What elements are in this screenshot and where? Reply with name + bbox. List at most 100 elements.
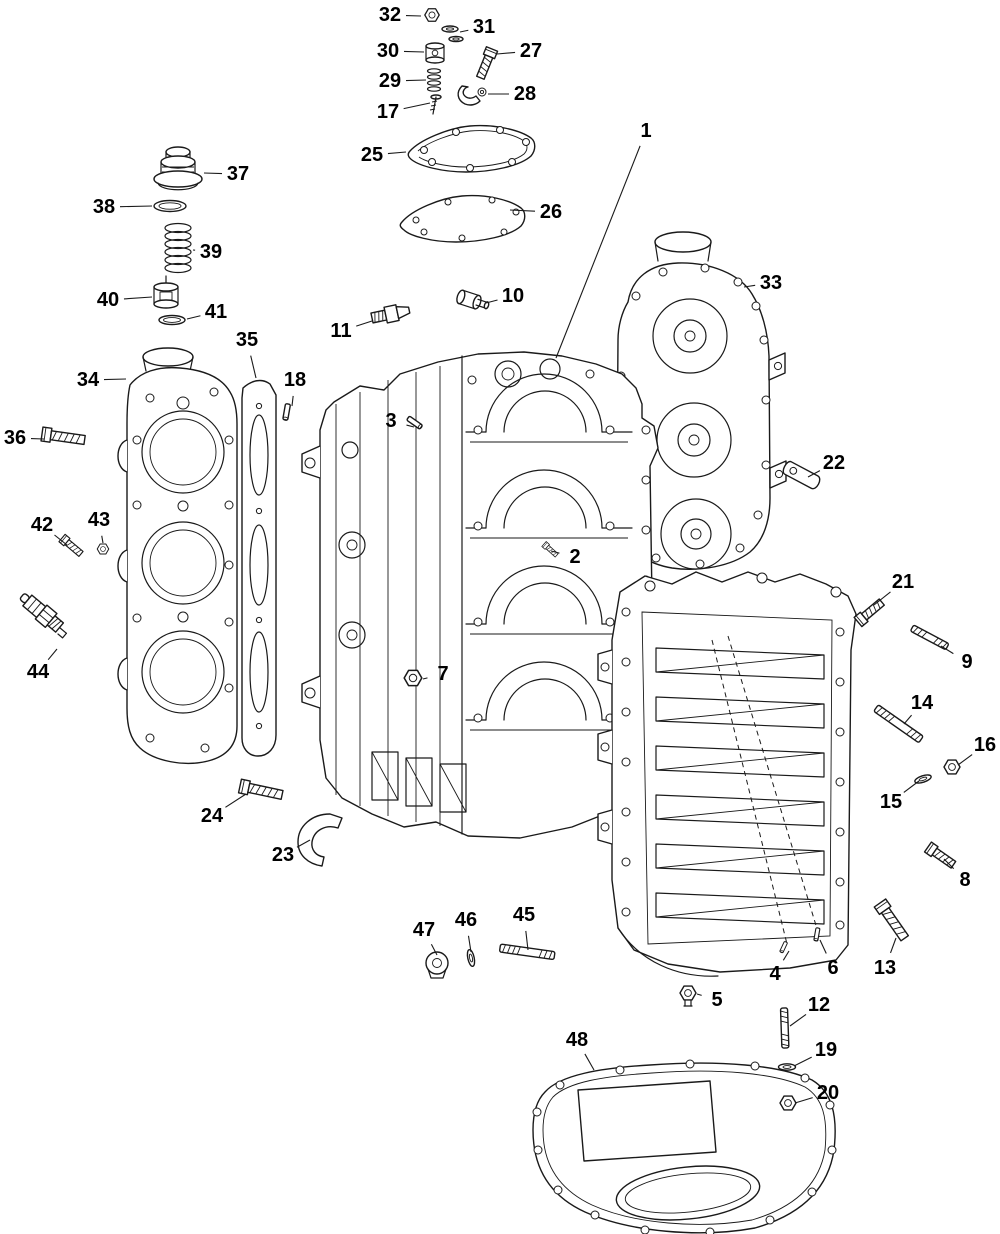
callout-leader-15 — [903, 780, 920, 793]
callout-leader-4 — [782, 950, 790, 961]
bolt-27-part — [474, 46, 499, 81]
spring-39-part — [164, 222, 192, 274]
callout-leader-8 — [943, 858, 955, 870]
exhaust-plate-48-part — [532, 1059, 837, 1234]
callout-label-4: 4 — [769, 963, 781, 985]
callout-leader-7 — [422, 677, 428, 680]
callout-label-47: 47 — [413, 919, 435, 941]
nut-20-part — [779, 1095, 797, 1111]
callout-label-1: 1 — [640, 120, 651, 142]
check-valve-10-part — [456, 289, 490, 310]
plug-7-part — [403, 669, 423, 687]
callout-label-38: 38 — [93, 196, 115, 218]
grommet-47-part — [425, 951, 449, 979]
stud-9-part — [909, 624, 950, 651]
callout-label-46: 46 — [455, 909, 477, 931]
callout-leader-5 — [696, 993, 702, 996]
callout-label-9: 9 — [961, 651, 972, 673]
anode-22-part — [782, 460, 821, 490]
callout-leader-41 — [186, 315, 201, 320]
callout-label-37: 37 — [227, 163, 249, 185]
thermostat-cap-37-part — [153, 146, 203, 191]
callout-label-48: 48 — [566, 1029, 588, 1051]
o-ring-38-part — [153, 199, 187, 213]
callout-label-30: 30 — [377, 40, 399, 62]
cover-ribs — [655, 647, 825, 925]
callout-label-34: 34 — [77, 369, 100, 391]
callout-leader-48 — [584, 1053, 595, 1071]
callout-label-2: 2 — [569, 546, 580, 568]
callout-leader-47 — [430, 943, 438, 956]
bolt-13-part — [873, 898, 912, 943]
thermostat-40-part — [153, 275, 179, 309]
spark-plug-44-part — [19, 593, 68, 639]
bolt-24-part — [237, 778, 285, 803]
callout-leader-6 — [819, 939, 827, 954]
callout-label-8: 8 — [959, 869, 970, 891]
callout-label-31: 31 — [473, 16, 495, 38]
callout-label-6: 6 — [827, 957, 838, 979]
head-gasket-35-part — [241, 379, 277, 757]
callout-label-7: 7 — [437, 663, 448, 685]
callout-label-18: 18 — [284, 369, 306, 391]
callout-leader-37 — [203, 172, 223, 175]
callout-label-36: 36 — [4, 427, 26, 449]
washer-19-part — [777, 1063, 797, 1071]
callout-label-45: 45 — [513, 904, 535, 926]
callout-leader-35 — [250, 355, 257, 379]
callout-label-44: 44 — [27, 661, 50, 683]
clamp-28-part — [457, 85, 487, 106]
spring-29-part — [426, 68, 442, 92]
bolt-36-part — [40, 426, 87, 448]
callout-leader-44 — [47, 648, 58, 661]
callout-leader-26 — [509, 209, 536, 212]
callout-label-43: 43 — [88, 509, 110, 531]
callout-label-21: 21 — [892, 571, 914, 593]
callout-leader-29 — [405, 79, 427, 82]
callout-leader-22 — [807, 470, 821, 478]
dowel-pin-18-part — [281, 402, 292, 422]
bypass-cover-gasket-part — [399, 194, 526, 243]
callout-label-40: 40 — [97, 289, 119, 311]
alignment-dash-line — [727, 635, 819, 933]
callout-leader-46 — [467, 935, 472, 953]
callout-leader-21 — [873, 591, 891, 606]
callout-leader-16 — [957, 754, 973, 766]
callout-label-29: 29 — [379, 70, 401, 92]
callout-label-5: 5 — [711, 989, 722, 1011]
callout-leader-24 — [225, 793, 247, 808]
crankcase-cover-part — [597, 571, 857, 977]
callout-label-23: 23 — [272, 844, 294, 866]
bolt-8-part — [923, 841, 958, 871]
callout-label-41: 41 — [205, 301, 227, 323]
callout-leader-27 — [496, 51, 516, 55]
callout-leader-2 — [550, 550, 560, 554]
callout-label-15: 15 — [880, 791, 902, 813]
nut-32-part — [424, 8, 440, 22]
callout-label-22: 22 — [823, 452, 845, 474]
callout-label-32: 32 — [379, 4, 401, 26]
callout-label-14: 14 — [911, 692, 934, 714]
main-bearing-saddles — [465, 373, 633, 731]
callout-label-17: 17 — [377, 101, 399, 123]
callout-label-25: 25 — [361, 144, 383, 166]
callout-label-42: 42 — [31, 514, 53, 536]
callout-leader-14 — [903, 714, 913, 725]
callout-label-20: 20 — [817, 1082, 839, 1104]
callout-label-26: 26 — [540, 201, 562, 223]
plug-5-part — [679, 985, 697, 1007]
callout-label-27: 27 — [520, 40, 542, 62]
callout-label-16: 16 — [974, 734, 996, 756]
callout-label-11: 11 — [330, 320, 351, 342]
callout-label-35: 35 — [236, 329, 258, 351]
callout-leader-18 — [291, 395, 294, 407]
callout-leader-31 — [459, 29, 469, 33]
fitting-11-part — [370, 304, 411, 324]
callout-label-39: 39 — [200, 241, 222, 263]
nut-43-part — [96, 543, 110, 555]
callout-leader-45 — [525, 930, 529, 951]
nut-16-part — [943, 759, 961, 775]
callout-layer: 1234567891011121314151617181920212223242… — [4, 4, 996, 1104]
